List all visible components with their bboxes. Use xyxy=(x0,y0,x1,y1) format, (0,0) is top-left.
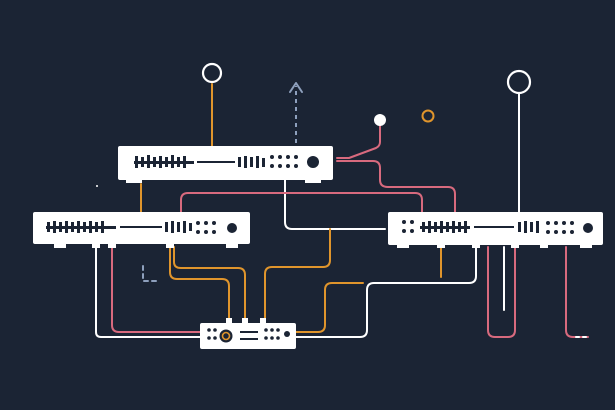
small-dot xyxy=(96,185,98,187)
cable-top-to-right-a xyxy=(336,160,456,213)
cable-right-white-down xyxy=(487,246,516,338)
left-rack-unit xyxy=(33,212,250,248)
cable-hub-orange-right xyxy=(295,282,364,333)
orange-ring-icon xyxy=(421,109,435,123)
cable-top-to-right-b xyxy=(284,177,386,230)
white-dot-icon xyxy=(374,114,386,126)
cable-left-pink-down xyxy=(111,246,201,333)
cable-hub-white-right xyxy=(295,246,477,338)
cable-top-to-left-pink xyxy=(180,192,423,213)
cable-hub-orange-up xyxy=(264,228,331,323)
cable-left-orange-1 xyxy=(169,246,230,323)
white-dot-cable xyxy=(336,120,381,159)
antenna-left-ring-icon xyxy=(201,62,223,84)
top-rack-unit xyxy=(118,146,333,183)
bottom-hub xyxy=(200,318,296,349)
antenna-right-ring-icon xyxy=(506,69,532,95)
cable-right-pink-far xyxy=(565,246,589,338)
left-dashed-stub xyxy=(142,265,161,282)
right-rack-unit xyxy=(388,212,603,248)
hub-port-ring-icon xyxy=(221,331,231,341)
dashed-arrow-up-icon xyxy=(289,82,303,143)
cable-left-orange-2 xyxy=(173,246,246,323)
cable-left-white-down xyxy=(95,246,201,338)
